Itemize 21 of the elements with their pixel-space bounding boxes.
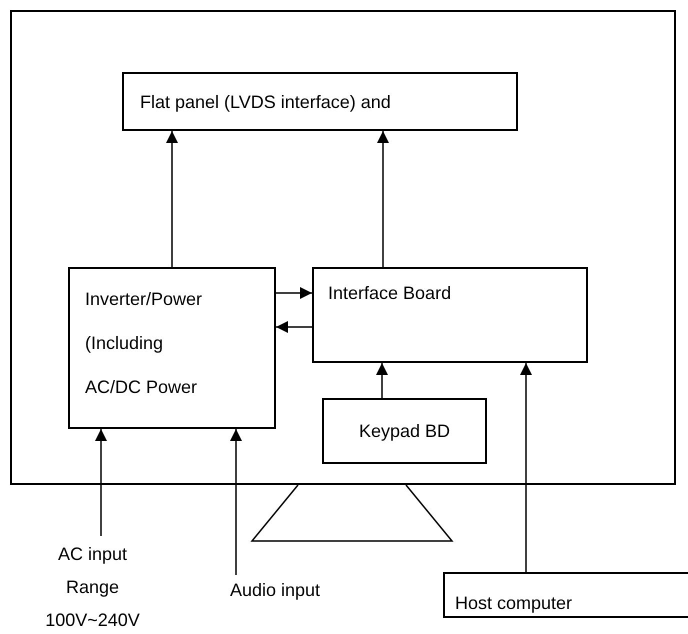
arrow xyxy=(166,131,178,267)
arrow xyxy=(276,287,312,299)
input-label: AC input Range 100V~240V xyxy=(45,543,140,632)
node-label: Interface Board xyxy=(328,282,452,304)
process-box xyxy=(122,72,518,131)
node-label: Flat panel (LVDS interface) and xyxy=(140,91,392,113)
process-box xyxy=(68,267,276,429)
process-box xyxy=(443,572,688,618)
node-label: Keypad BD xyxy=(358,420,452,442)
node-label: Host computer xyxy=(455,592,574,614)
arrow xyxy=(520,363,532,572)
arrow xyxy=(230,429,242,575)
arrow xyxy=(276,321,312,333)
arrow xyxy=(95,429,107,536)
monitor-enclosure-box xyxy=(10,10,676,485)
process-box xyxy=(322,398,487,464)
arrow xyxy=(377,131,389,267)
node-label: Inverter/Power (Including AC/DC Power xyxy=(85,288,204,399)
process-box xyxy=(312,267,588,363)
arrow xyxy=(376,363,388,398)
input-label: Audio input xyxy=(228,579,322,601)
